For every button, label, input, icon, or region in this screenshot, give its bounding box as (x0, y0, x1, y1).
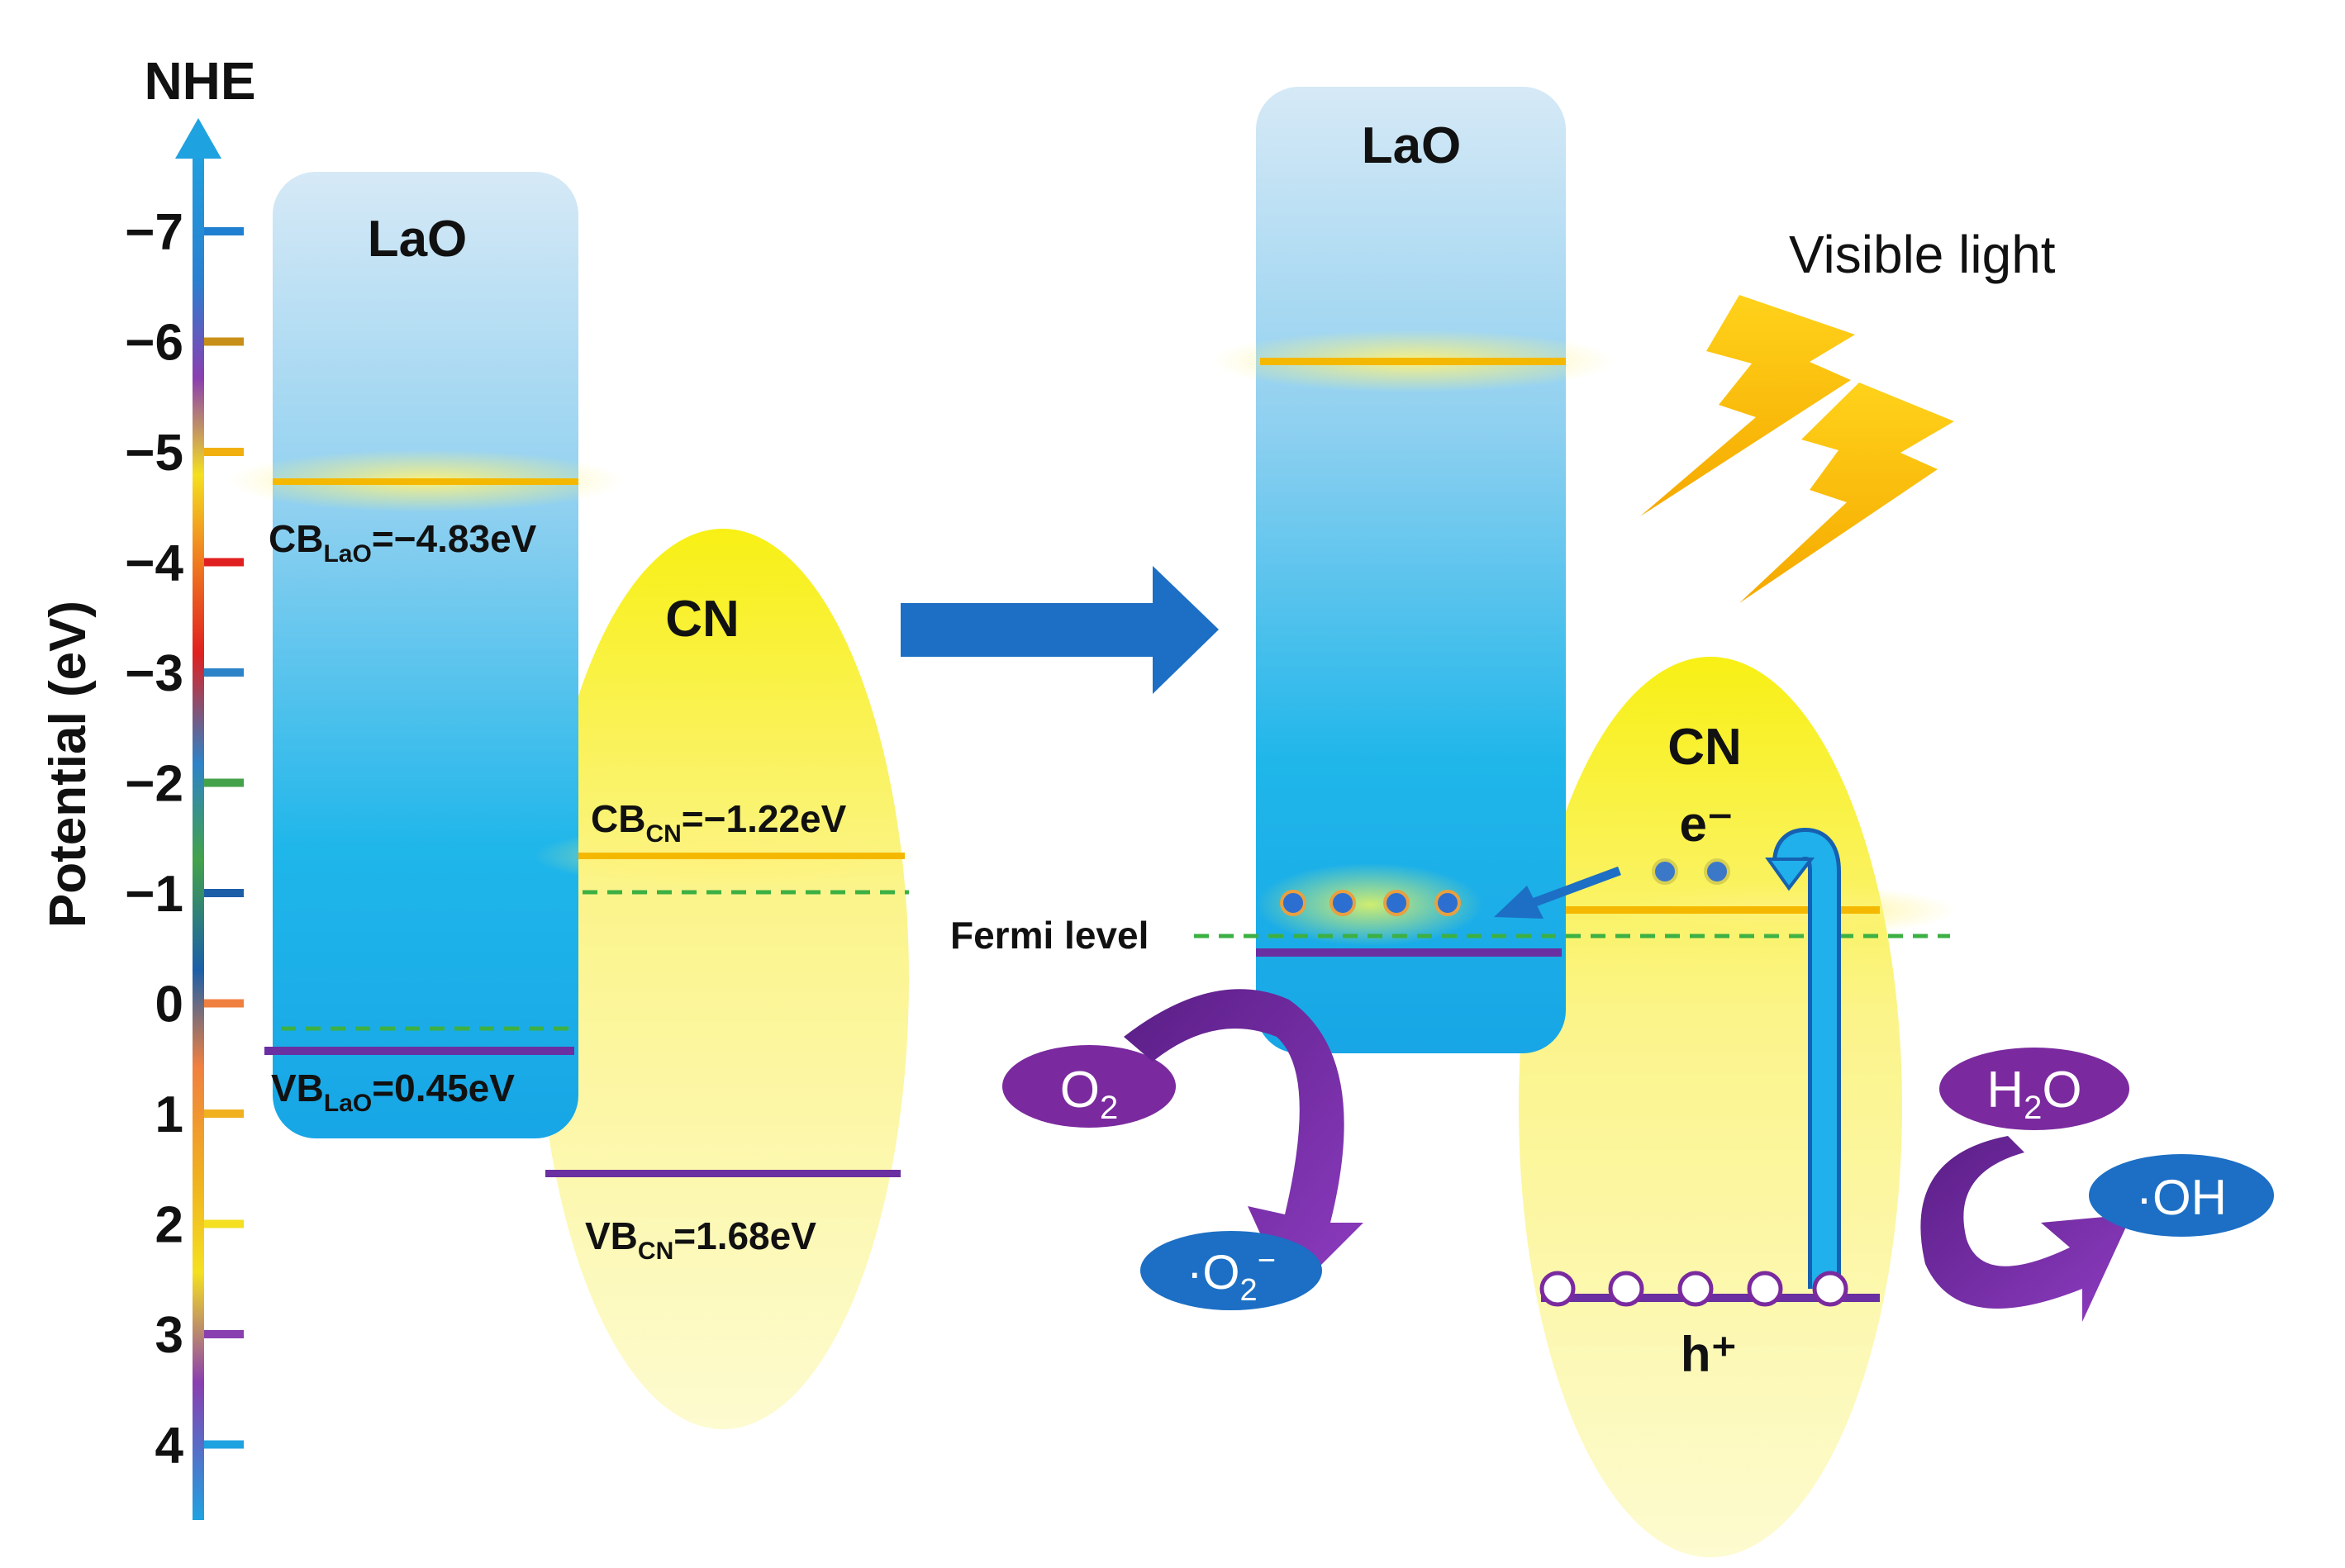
right-panel: LaO Fermi level CN e⁻ (950, 87, 2274, 1557)
electron-label: e⁻ (1679, 796, 1733, 852)
electron-dot (1704, 858, 1730, 885)
vb-cn-label: VBCN=1.68eV (585, 1214, 816, 1265)
cb-cn-line (578, 853, 905, 859)
h2o-oxidation-arrow (1920, 1136, 2132, 1322)
hydroxyl-label: ·OH (2136, 1170, 2227, 1225)
axis-tick-label: −1 (125, 866, 183, 923)
axis-title: NHE (144, 51, 255, 111)
o2-label: O2 (1060, 1062, 1118, 1126)
axis-ticks: −7 −6 −5 −4 −3 −2 −1 0 1 2 3 4 (125, 204, 244, 1475)
h2o-label: H2O (1986, 1062, 2081, 1126)
electron-transfer-arrow (1531, 866, 1621, 908)
lao-electrons (1280, 890, 1461, 916)
axis-tick-label: 2 (155, 1197, 183, 1254)
axis-tick-mark (204, 668, 244, 677)
cn-cb-line-right (1566, 906, 1880, 914)
axis-tick-label: −6 (125, 315, 183, 372)
axis-tick-mark (204, 889, 244, 897)
cb-lao-label: CBLaO=−4.83eV (269, 517, 537, 568)
cb-cn-label: CBCN=−1.22eV (591, 797, 847, 848)
lao-label: LaO (368, 211, 468, 268)
lao-band-box (273, 172, 578, 1138)
hole (1539, 1271, 1576, 1307)
holes (1539, 1271, 1848, 1307)
axis-tick-label: −4 (125, 535, 183, 592)
electron-dot (1329, 890, 1356, 916)
axis-tick-label: 0 (155, 976, 183, 1033)
electron-dot (1434, 890, 1461, 916)
lao-cb-line-right (1260, 358, 1566, 365)
potential-axis: NHE −7 −6 −5 −4 −3 −2 −1 0 1 2 3 4 Potential (eV) (40, 51, 256, 1520)
hydroxyl-oval (2089, 1154, 2274, 1237)
electron-dot (1383, 890, 1410, 916)
hole (1747, 1271, 1783, 1307)
excitation-arrow (1765, 827, 1841, 1289)
superoxide-label: ·O2− (1187, 1243, 1276, 1308)
lightning-bolt-icon (1739, 382, 1954, 603)
transition-arrow (901, 566, 1219, 694)
axis-tick-label: −2 (125, 756, 183, 813)
axis-tick-mark (204, 227, 244, 235)
left-panel: LaO CN CBLaO=−4.83eV VBLaO=0.45eV CBCN=−… (227, 172, 921, 1429)
axis-tick-mark (204, 1109, 244, 1118)
visible-light-label: Visible light (1789, 225, 2056, 284)
electron-accumulation-glow (1256, 863, 1483, 946)
vb-lao-label: VBLaO=0.45eV (271, 1067, 515, 1117)
axis-tick-mark (204, 1330, 244, 1338)
axis-arrowhead (175, 118, 221, 159)
axis-tick-label: −3 (125, 645, 183, 702)
hole (1812, 1271, 1848, 1307)
cn-label-right: CN (1667, 719, 1742, 776)
axis-tick-mark (204, 778, 244, 787)
lao-band-box-right (1256, 87, 1566, 1053)
hole (1608, 1271, 1644, 1307)
axis-tick-mark (204, 999, 244, 1008)
fermi-level-label: Fermi level (950, 914, 1149, 957)
vb-cn-line (545, 1170, 901, 1177)
electron-transfer-arrowhead (1494, 886, 1544, 919)
hole-label: h⁺ (1681, 1327, 1737, 1382)
axis-tick-mark (204, 558, 244, 567)
cn-band-ellipse (537, 529, 909, 1429)
h2o-oval (1939, 1048, 2129, 1130)
lao-label-right: LaO (1362, 117, 1462, 174)
cn-label: CN (665, 591, 740, 648)
axis-tick-mark (204, 1219, 244, 1228)
o2-oval (1002, 1045, 1176, 1128)
hole (1677, 1271, 1714, 1307)
vb-lao-line (264, 1047, 574, 1055)
lightning-bolt-icon (1640, 295, 1855, 516)
axis-label: Potential (eV) (40, 601, 97, 928)
cb-lao-line (273, 478, 578, 485)
axis-tick-label: −5 (125, 425, 183, 482)
superoxide-oval (1140, 1231, 1322, 1310)
axis-tick-label: 4 (155, 1418, 184, 1475)
o2-reduction-arrow (1124, 989, 1363, 1297)
axis-tick-label: −7 (125, 204, 183, 261)
electron-dot (1652, 858, 1678, 885)
axis-tick-label: 1 (155, 1086, 183, 1143)
electron-dot (1280, 890, 1306, 916)
cn-band-ellipse-right (1519, 657, 1902, 1557)
axis-tick-mark (204, 1440, 244, 1449)
axis-tick-label: 3 (155, 1307, 183, 1364)
axis-tick-mark (204, 337, 244, 346)
lao-vb-line-right (1256, 948, 1562, 957)
axis-tick-mark (204, 448, 244, 456)
axis-bar (193, 145, 204, 1520)
